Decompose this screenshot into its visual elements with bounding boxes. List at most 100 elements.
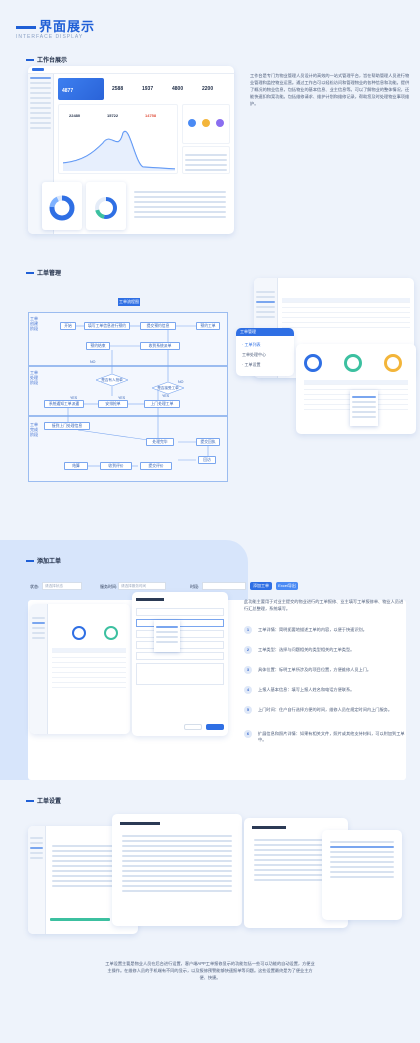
setting-row[interactable] bbox=[254, 849, 338, 851]
list-item[interactable] bbox=[52, 885, 132, 887]
setting-row[interactable] bbox=[122, 855, 232, 857]
cancel-button[interactable] bbox=[184, 724, 202, 730]
list-item[interactable] bbox=[134, 206, 226, 208]
table-row[interactable] bbox=[52, 658, 126, 663]
sidebar-item[interactable] bbox=[256, 311, 275, 313]
sidebar-item[interactable] bbox=[30, 97, 51, 99]
list-item[interactable] bbox=[52, 880, 132, 882]
table-row[interactable] bbox=[52, 673, 126, 678]
sidebar-item[interactable] bbox=[256, 306, 275, 308]
list-item[interactable] bbox=[185, 164, 227, 166]
form-input[interactable] bbox=[136, 630, 224, 638]
dropdown-option[interactable] bbox=[352, 416, 376, 418]
option-row[interactable] bbox=[330, 856, 394, 858]
sidebar-item[interactable] bbox=[30, 92, 51, 94]
sidebar-item[interactable] bbox=[256, 316, 275, 318]
status-select[interactable]: 请选择状态 bbox=[42, 582, 82, 590]
setting-row[interactable] bbox=[254, 879, 338, 881]
option-row[interactable] bbox=[330, 866, 394, 868]
list-item[interactable] bbox=[52, 855, 132, 857]
list-item[interactable] bbox=[134, 216, 226, 218]
menu-item-center[interactable]: 工单处理中心 bbox=[242, 352, 266, 357]
sidebar-item[interactable] bbox=[30, 87, 51, 89]
setting-row[interactable] bbox=[122, 845, 232, 847]
sidebar-item[interactable] bbox=[256, 296, 275, 298]
table-row[interactable] bbox=[282, 318, 410, 323]
setting-row[interactable] bbox=[254, 859, 338, 861]
sidebar-item[interactable] bbox=[32, 627, 45, 629]
setting-row[interactable] bbox=[254, 869, 338, 871]
sidebar-item[interactable] bbox=[30, 122, 51, 124]
sidebar-item[interactable] bbox=[256, 301, 275, 303]
sidebar-item[interactable] bbox=[30, 107, 51, 109]
dropdown-option[interactable] bbox=[352, 396, 376, 398]
dropdown-menu[interactable] bbox=[350, 390, 378, 426]
sidebar-item[interactable] bbox=[30, 857, 43, 859]
table-row[interactable] bbox=[52, 683, 126, 688]
list-item[interactable] bbox=[185, 169, 227, 171]
list-item[interactable] bbox=[185, 159, 227, 161]
form-input[interactable] bbox=[136, 652, 224, 660]
table-row[interactable] bbox=[282, 323, 410, 328]
list-item[interactable] bbox=[134, 211, 226, 213]
list-item[interactable] bbox=[52, 860, 132, 862]
setting-row[interactable] bbox=[122, 840, 232, 842]
sidebar-item[interactable] bbox=[30, 852, 43, 854]
table-row[interactable] bbox=[282, 308, 410, 313]
setting-row[interactable] bbox=[122, 850, 232, 852]
export-button[interactable]: Excel导出 bbox=[276, 582, 298, 590]
setting-row[interactable] bbox=[122, 885, 232, 887]
setting-row[interactable] bbox=[254, 864, 338, 866]
sidebar-item[interactable] bbox=[32, 622, 45, 624]
setting-row[interactable] bbox=[122, 875, 232, 877]
action-icon[interactable] bbox=[188, 119, 196, 127]
list-item[interactable] bbox=[52, 865, 132, 867]
setting-row[interactable] bbox=[122, 865, 232, 867]
setting-row[interactable] bbox=[122, 835, 232, 837]
sidebar-item[interactable] bbox=[30, 102, 51, 104]
confirm-button[interactable] bbox=[206, 724, 224, 730]
time-select[interactable]: 请选择服务时间 bbox=[118, 582, 166, 590]
sidebar-item[interactable] bbox=[32, 617, 45, 619]
dropdown-option[interactable] bbox=[156, 626, 178, 628]
option-row[interactable] bbox=[330, 851, 394, 853]
setting-row[interactable] bbox=[122, 880, 232, 882]
table-row[interactable] bbox=[52, 653, 126, 658]
setting-row[interactable] bbox=[122, 870, 232, 872]
form-select[interactable] bbox=[136, 619, 224, 627]
dropdown-option[interactable] bbox=[352, 406, 376, 408]
sidebar-item[interactable] bbox=[256, 291, 275, 293]
table-row[interactable] bbox=[52, 678, 126, 683]
sidebar-item[interactable] bbox=[30, 127, 51, 129]
table-row[interactable] bbox=[52, 663, 126, 668]
option-row[interactable] bbox=[330, 846, 394, 848]
sidebar-item[interactable] bbox=[32, 637, 45, 639]
setting-row[interactable] bbox=[122, 860, 232, 862]
type-dropdown[interactable] bbox=[154, 620, 180, 652]
form-textarea[interactable] bbox=[136, 663, 224, 685]
period-select[interactable] bbox=[202, 582, 246, 590]
table-row[interactable] bbox=[304, 385, 408, 390]
list-item[interactable] bbox=[52, 870, 132, 872]
form-input[interactable] bbox=[136, 641, 224, 649]
sidebar-item[interactable] bbox=[30, 837, 43, 839]
dropdown-option[interactable] bbox=[156, 641, 178, 643]
dropdown-option[interactable] bbox=[156, 636, 178, 638]
menu-item-settings[interactable]: · 工单设置 bbox=[242, 362, 261, 367]
option-row[interactable] bbox=[330, 876, 394, 878]
list-item[interactable] bbox=[52, 850, 132, 852]
option-row[interactable] bbox=[330, 871, 394, 873]
setting-row[interactable] bbox=[122, 890, 232, 892]
add-workorder-button[interactable]: 添加工单 bbox=[250, 582, 272, 590]
option-row[interactable] bbox=[330, 861, 394, 863]
list-item[interactable] bbox=[134, 191, 226, 193]
sidebar-item[interactable] bbox=[30, 77, 51, 79]
table-row[interactable] bbox=[282, 303, 410, 308]
setting-row[interactable] bbox=[254, 874, 338, 876]
list-item[interactable] bbox=[134, 196, 226, 198]
option-row[interactable] bbox=[330, 841, 394, 843]
list-item[interactable] bbox=[185, 154, 227, 156]
list-item[interactable] bbox=[52, 875, 132, 877]
sidebar-item[interactable] bbox=[30, 112, 51, 114]
action-icon[interactable] bbox=[202, 119, 210, 127]
